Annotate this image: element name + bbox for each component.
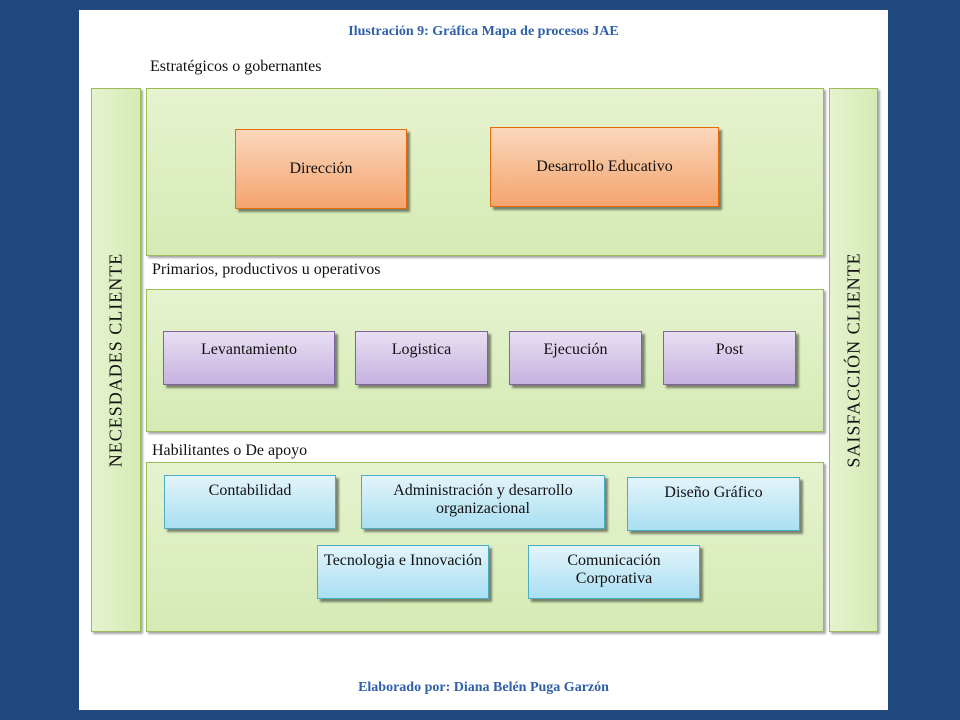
- primary-section-title: Primarios, productivos u operativos: [152, 261, 381, 278]
- process-box-diseno-grafico: Diseño Gráfico: [627, 477, 800, 531]
- strategic-section-title: Estratégicos o gobernantes: [150, 58, 322, 75]
- process-box-tecnologia-innovacion: Tecnologia e Innovación: [317, 545, 489, 599]
- footer-credit: Elaborado por: Diana Belén Puga Garzón: [358, 680, 609, 695]
- process-box-post: Post: [663, 331, 796, 385]
- figure-caption: Ilustración 9: Gráfica Mapa de procesos …: [348, 24, 619, 39]
- process-box-comunicacion-corporativa: Comunicación Corporativa: [528, 545, 700, 599]
- process-box-ejecucion: Ejecución: [509, 331, 642, 385]
- process-box-administracion-desarrollo: Administración y desarrollo organizacion…: [361, 475, 605, 529]
- process-box-direccion: Dirección: [235, 129, 407, 209]
- process-box-levantamiento: Levantamiento: [163, 331, 335, 385]
- left-side-label: NECESDADES CLIENTE: [105, 252, 126, 468]
- left-customer-needs-panel: NECESDADES CLIENTE: [91, 88, 141, 632]
- support-section-title: Habilitantes o De apoyo: [152, 442, 308, 459]
- right-customer-satisfaction-panel: SAISFACCIÓN CLIENTE: [829, 88, 878, 632]
- process-box-contabilidad: Contabilidad: [164, 475, 336, 529]
- right-side-label: SAISFACCIÓN CLIENTE: [843, 252, 863, 468]
- process-box-desarrollo-educativo: Desarrollo Educativo: [490, 127, 719, 207]
- process-box-logistica: Logistica: [355, 331, 488, 385]
- process-map-page: Ilustración 9: Gráfica Mapa de procesos …: [79, 10, 888, 710]
